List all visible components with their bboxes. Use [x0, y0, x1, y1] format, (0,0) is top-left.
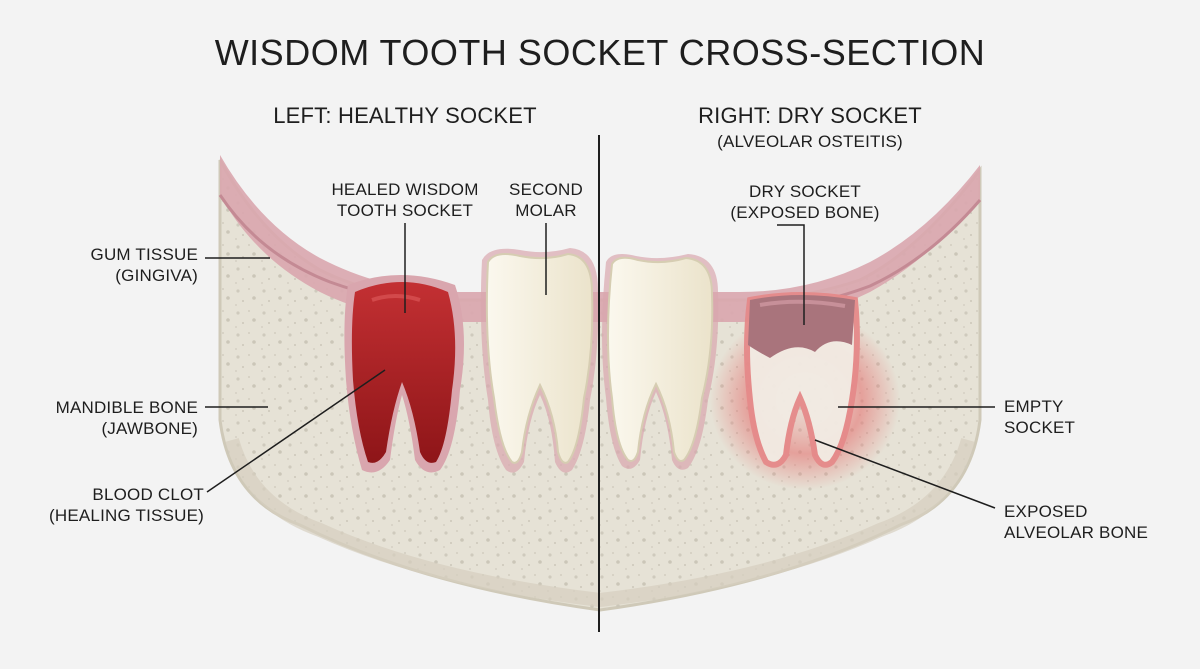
label-exposed-line1: EXPOSED: [1004, 502, 1088, 521]
right-panel-subtitle: (ALVEOLAR OSTEITIS): [717, 132, 903, 151]
label-bone-line1: MANDIBLE BONE: [55, 398, 198, 417]
leader-dry: [777, 224, 805, 325]
label-exposed-bone: EXPOSED ALVEOLAR BONE: [1004, 501, 1174, 543]
label-blood-clot: BLOOD CLOT (HEALING TISSUE): [20, 484, 204, 526]
dry-socket: [710, 292, 900, 490]
label-molar-line2: MOLAR: [515, 201, 577, 220]
label-mandible-bone: MANDIBLE BONE (JAWBONE): [20, 397, 198, 439]
label-healed-line1: HEALED WISDOM: [331, 180, 479, 199]
label-dry-line2: (EXPOSED BONE): [730, 203, 880, 222]
label-dry-socket: DRY SOCKET (EXPOSED BONE): [710, 181, 900, 223]
leader-lines: [205, 223, 996, 509]
label-bone-line2: (JAWBONE): [101, 419, 198, 438]
label-empty-socket: EMPTY SOCKET: [1004, 396, 1124, 438]
label-clot-line2: (HEALING TISSUE): [49, 506, 204, 525]
right-panel-title: RIGHT: DRY SOCKET: [698, 103, 922, 128]
diagram-title: WISDOM TOOTH SOCKET CROSS-SECTION: [214, 32, 986, 73]
label-second-molar: SECOND MOLAR: [498, 179, 594, 221]
label-molar-line1: SECOND: [509, 180, 583, 199]
label-gum-line1: GUM TISSUE: [90, 245, 198, 264]
left-second-molar: [480, 248, 599, 473]
label-gum-line2: (GINGIVA): [115, 266, 198, 285]
label-gum-tissue: GUM TISSUE (GINGIVA): [40, 244, 198, 286]
leader-clot: [206, 369, 386, 493]
label-dry-line1: DRY SOCKET: [749, 182, 861, 201]
blood-clot: [344, 275, 464, 473]
label-healed-socket: HEALED WISDOM TOOTH SOCKET: [320, 179, 490, 221]
label-empty-line1: EMPTY: [1004, 397, 1064, 416]
label-exposed-line2: ALVEOLAR BONE: [1004, 523, 1149, 542]
label-clot-line1: BLOOD CLOT: [92, 485, 204, 504]
left-panel-title: LEFT: HEALTHY SOCKET: [273, 103, 537, 128]
label-healed-line2: TOOTH SOCKET: [336, 201, 474, 220]
leader-exposed: [814, 439, 996, 509]
right-molar: [602, 254, 719, 470]
label-empty-line2: SOCKET: [1004, 418, 1076, 437]
